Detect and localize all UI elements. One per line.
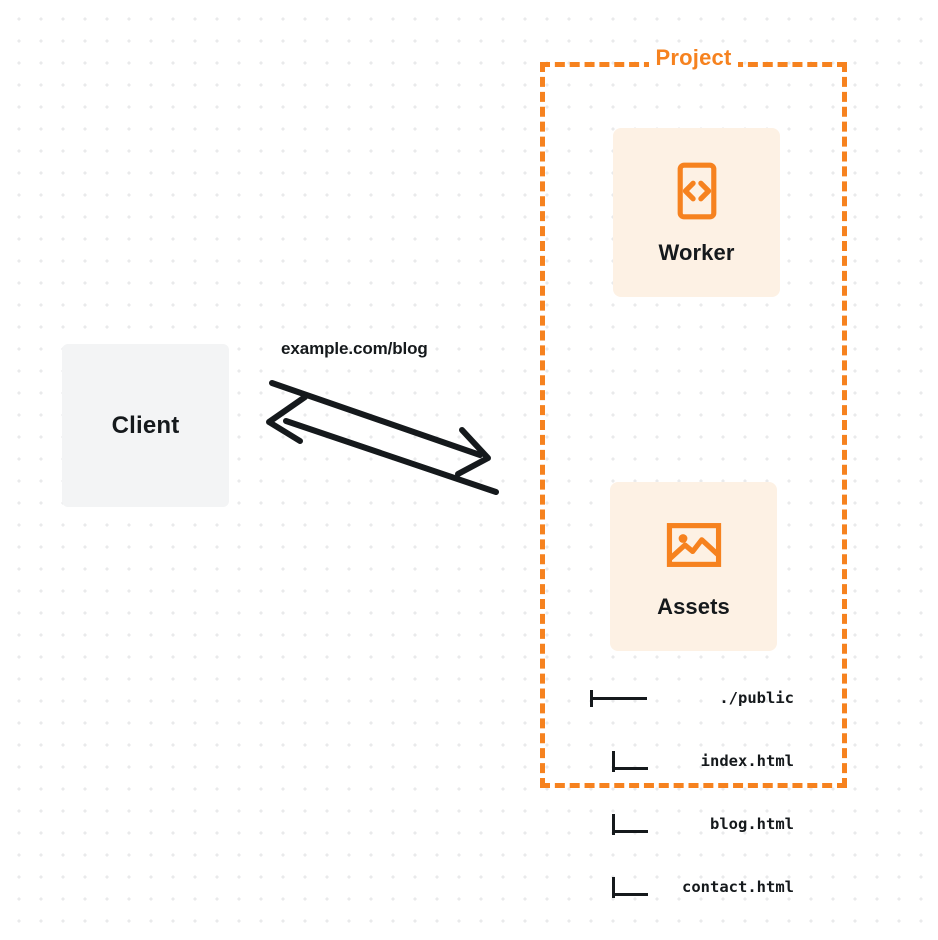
tree-branch-glyph: [584, 688, 662, 709]
node-assets[interactable]: Assets: [610, 482, 777, 651]
tree-leaf-glyph: [584, 751, 662, 772]
diagram-canvas: Client example.com/blog Project Worker: [62, 47, 847, 898]
file-tree-row: ./public: [584, 688, 794, 709]
response-arrow: [266, 394, 499, 495]
file-tree-name: index.html: [700, 752, 794, 770]
file-tree-row: index.html: [584, 751, 794, 772]
file-tree-row: contact.html: [584, 877, 794, 898]
file-tree: ./public index.html blog.html contact.ht…: [584, 646, 794, 940]
group-project-title: Project: [648, 47, 739, 69]
node-worker-label: Worker: [658, 239, 735, 265]
code-brackets-icon: [677, 162, 716, 219]
node-worker[interactable]: Worker: [613, 128, 780, 297]
tree-leaf-glyph: [584, 814, 662, 835]
request-arrow: [269, 380, 491, 477]
node-assets-label: Assets: [657, 593, 730, 619]
file-tree-name: ./public: [719, 689, 794, 707]
connection-label: example.com/blog: [281, 339, 428, 358]
node-client-label: Client: [111, 411, 180, 439]
group-project[interactable]: Project Worker Assets: [540, 47, 847, 898]
file-tree-name: blog.html: [710, 815, 794, 833]
file-tree-row: blog.html: [584, 814, 794, 835]
tree-leaf-glyph: [584, 877, 662, 898]
node-client[interactable]: Client: [62, 344, 229, 507]
file-tree-name: contact.html: [682, 878, 794, 896]
image-icon: [666, 522, 721, 567]
